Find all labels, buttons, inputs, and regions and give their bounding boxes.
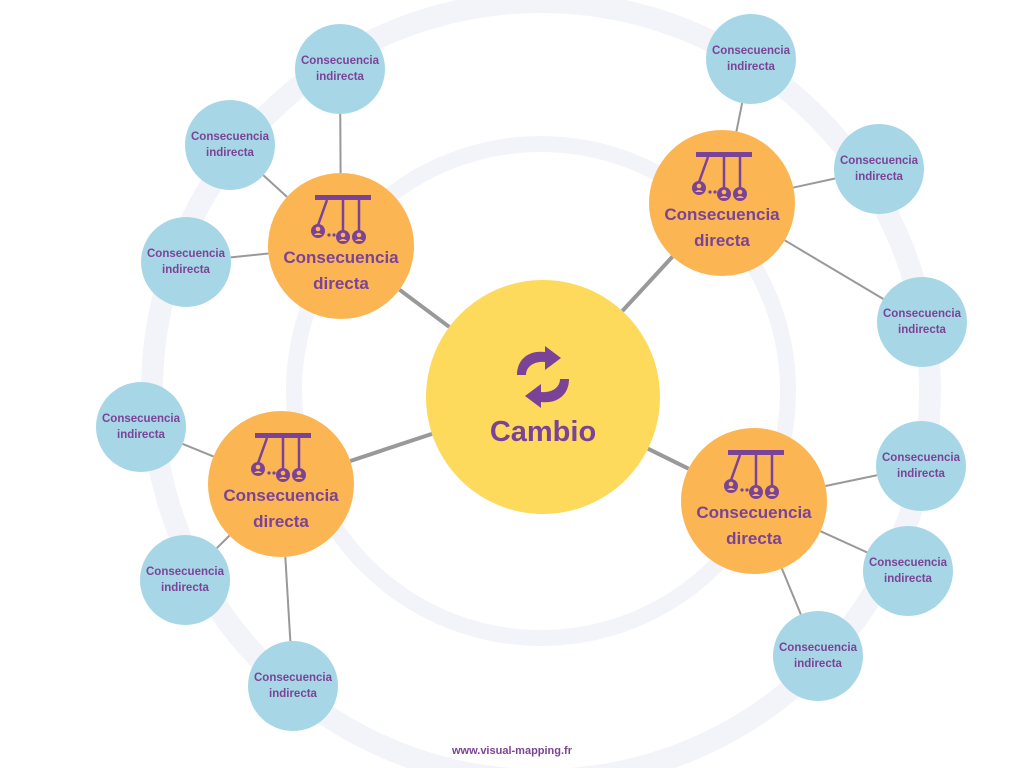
indirect-consequence-label: Consecuencia indirecta	[712, 45, 790, 73]
inner-ring	[286, 136, 796, 646]
indirect-consequence-node-1-2: Consecuencia indirecta	[141, 217, 231, 307]
direct-to-indirect-connector-2-2	[793, 177, 836, 189]
indirect-consequence-node-4-3: Consecuencia indirecta	[773, 611, 863, 701]
indirect-consequence-label: Consecuencia indirecta	[882, 452, 960, 480]
direct-to-indirect-connector-4-2	[820, 530, 868, 554]
center-node: Cambio	[426, 280, 660, 514]
center-to-direct-connector-2	[620, 255, 674, 313]
direct-consequence-node-4: Consecuencia directa	[681, 428, 827, 574]
direct-consequence-label: Consecuencia directa	[696, 503, 812, 548]
indirect-consequence-label: Consecuencia indirecta	[779, 642, 857, 670]
indirect-consequence-node-1-3: Consecuencia indirecta	[295, 24, 385, 114]
newtons-cradle-icon	[251, 433, 311, 482]
indirect-consequence-node-2-3: Consecuencia indirecta	[877, 277, 967, 367]
indirect-consequence-node-4-2: Consecuencia indirecta	[863, 526, 953, 616]
refresh-arrows-icon	[517, 346, 569, 409]
indirect-consequence-label: Consecuencia indirecta	[883, 308, 961, 336]
indirect-consequence-label: Consecuencia indirecta	[301, 55, 379, 83]
direct-to-indirect-connector-2-3	[784, 239, 884, 300]
direct-to-indirect-connector-3-1	[182, 443, 214, 458]
direct-to-indirect-connector-4-1	[825, 474, 878, 488]
footer-url: www.visual-mapping.fr	[452, 745, 572, 757]
direct-consequence-label: Consecuencia directa	[664, 205, 780, 250]
direct-consequence-label: Consecuencia directa	[283, 248, 399, 293]
indirect-consequence-node-2-2: Consecuencia indirecta	[834, 124, 924, 214]
center-to-direct-connector-1	[398, 288, 451, 329]
indirect-consequence-label: Consecuencia indirecta	[102, 413, 180, 441]
direct-consequence-node-2: Consecuencia directa	[649, 130, 795, 276]
newtons-cradle-icon	[311, 195, 371, 244]
direct-to-indirect-connector-2-1	[735, 102, 744, 132]
center-label: Cambio	[489, 416, 597, 449]
direct-consequence-node-1: Consecuencia directa	[268, 173, 414, 319]
direct-to-indirect-connector-3-2	[216, 534, 231, 549]
newtons-cradle-icon	[724, 450, 784, 499]
indirect-consequence-node-2-1: Consecuencia indirecta	[706, 14, 796, 104]
indirect-consequence-label: Consecuencia indirecta	[147, 248, 225, 276]
indirect-consequence-label: Consecuencia indirecta	[146, 566, 224, 594]
indirect-consequence-label: Consecuencia indirecta	[869, 557, 947, 585]
direct-to-indirect-connector-4-3	[780, 568, 802, 615]
indirect-consequence-node-1-1: Consecuencia indirecta	[185, 100, 275, 190]
center-to-direct-connector-3	[349, 431, 433, 463]
indirect-consequence-label: Consecuencia indirecta	[254, 672, 332, 700]
indirect-consequence-label: Consecuencia indirecta	[191, 131, 269, 159]
indirect-consequence-node-3-1: Consecuencia indirecta	[96, 382, 186, 472]
direct-to-indirect-connector-1-1	[262, 174, 288, 198]
direct-to-indirect-connector-1-2	[230, 252, 269, 259]
indirect-consequence-label: Consecuencia indirecta	[840, 155, 918, 183]
direct-consequence-node-3: Consecuencia directa	[208, 411, 354, 557]
direct-to-indirect-connector-3-3	[284, 556, 292, 642]
indirect-consequence-node-3-2: Consecuencia indirecta	[140, 535, 230, 625]
newtons-cradle-icon	[692, 152, 752, 201]
center-to-direct-connector-4	[647, 446, 690, 471]
direct-consequence-label: Consecuencia directa	[223, 486, 339, 531]
indirect-consequence-node-4-1: Consecuencia indirecta	[876, 421, 966, 511]
indirect-consequence-node-3-3: Consecuencia indirecta	[248, 641, 338, 731]
